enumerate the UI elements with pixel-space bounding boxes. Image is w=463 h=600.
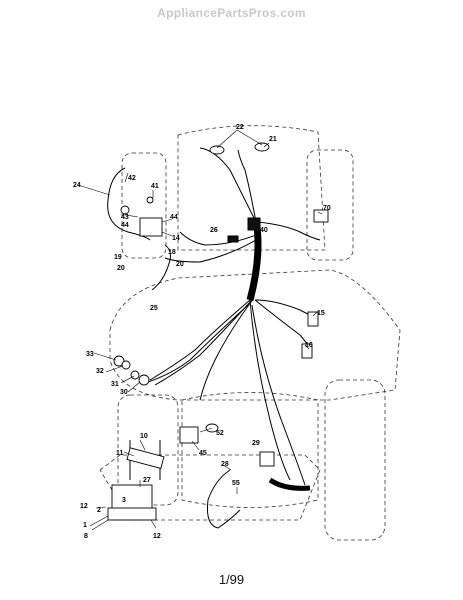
callout-18: 18 <box>168 249 176 256</box>
rear-right-wheel <box>324 379 386 541</box>
callout-1: 1 <box>83 522 87 529</box>
battery <box>107 484 157 521</box>
callout-8: 8 <box>84 533 88 540</box>
callout-22: 22 <box>236 124 244 131</box>
page-number: 1/99 <box>218 572 245 587</box>
harness-sheath <box>246 219 262 301</box>
switch-15 <box>307 311 319 327</box>
callout-3: 3 <box>122 497 126 504</box>
wire-25 <box>151 244 171 291</box>
relay-29 <box>259 451 275 467</box>
callout-33: 33 <box>86 351 94 358</box>
switch-70 <box>313 209 329 223</box>
callout-70: 70 <box>323 205 331 212</box>
body-outline <box>109 269 401 401</box>
callout-32: 32 <box>96 368 104 375</box>
main-harness <box>144 147 321 491</box>
callout-10: 10 <box>140 433 148 440</box>
switch-16 <box>301 343 313 359</box>
headlight-21 <box>254 142 270 152</box>
callout-27: 27 <box>143 477 151 484</box>
callout-30: 30 <box>120 389 128 396</box>
callout-12a: 12 <box>80 503 88 510</box>
callout-55: 55 <box>232 480 240 487</box>
callout-41: 41 <box>151 183 159 190</box>
wire-28 <box>207 469 241 529</box>
pto-clutch-assembly <box>120 196 163 237</box>
callout-52: 52 <box>216 430 224 437</box>
callout-28: 28 <box>221 461 229 468</box>
callout-16: 16 <box>305 342 313 349</box>
headlight-22 <box>209 145 225 155</box>
front-right-wheel <box>306 149 354 261</box>
connector-26 <box>227 235 239 243</box>
callout-24: 24 <box>73 182 81 189</box>
callout-45: 45 <box>199 450 207 457</box>
rear-sheath <box>268 477 311 491</box>
watermark: AppliancePartsPros.com <box>157 6 306 20</box>
callout-12b: 12 <box>153 533 161 540</box>
hood-outline <box>177 125 326 251</box>
callout-11: 11 <box>116 450 124 457</box>
leader-lines <box>77 129 323 531</box>
solenoid <box>126 447 165 470</box>
callout-15: 15 <box>317 310 325 317</box>
callout-29: 29 <box>252 440 260 447</box>
callout-43: 43 <box>121 214 129 221</box>
callout-42: 42 <box>128 175 136 182</box>
callout-20b: 20 <box>176 261 184 268</box>
callout-44a: 44 <box>170 214 178 221</box>
callout-44b: 44 <box>121 222 129 229</box>
callout-19: 19 <box>114 254 122 261</box>
ammeter-assembly <box>113 355 150 386</box>
callout-14: 14 <box>172 235 180 242</box>
callout-31: 31 <box>111 381 119 388</box>
callout-21: 21 <box>269 136 277 143</box>
callout-25: 25 <box>150 305 158 312</box>
seat-outline <box>181 392 319 508</box>
callout-20a: 20 <box>117 265 125 272</box>
front-left-wheel <box>121 152 167 259</box>
callout-26: 26 <box>210 227 218 234</box>
callout-40: 40 <box>260 227 268 234</box>
callout-2: 2 <box>97 507 101 514</box>
ignition-switch <box>179 426 199 444</box>
connector-40 <box>247 217 261 231</box>
